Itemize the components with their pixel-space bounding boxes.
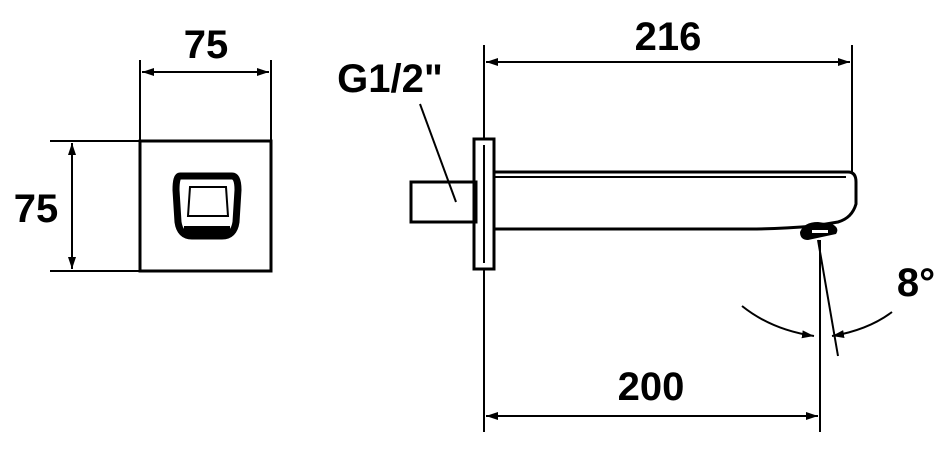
outlet-opening-inner bbox=[186, 186, 230, 217]
height-label: 75 bbox=[14, 187, 59, 231]
angle-arc-right bbox=[831, 311, 893, 338]
width-label: 75 bbox=[184, 23, 229, 67]
overall-length-label: 216 bbox=[635, 15, 702, 59]
thread-leader bbox=[419, 103, 457, 203]
angle-arc-left bbox=[741, 305, 815, 339]
thread-connector bbox=[409, 180, 478, 224]
cover-plate bbox=[138, 139, 273, 273]
front-view: 75 75 bbox=[14, 23, 273, 273]
outlet-aerator bbox=[184, 226, 230, 236]
spout-body bbox=[494, 170, 858, 231]
spout-outlet-highlight bbox=[812, 230, 828, 233]
side-view: G1/2" 216 200 8° bbox=[337, 15, 935, 432]
angle-label: 8° bbox=[897, 261, 935, 305]
reach-label: 200 bbox=[618, 365, 685, 409]
thread-label: G1/2" bbox=[337, 57, 443, 101]
